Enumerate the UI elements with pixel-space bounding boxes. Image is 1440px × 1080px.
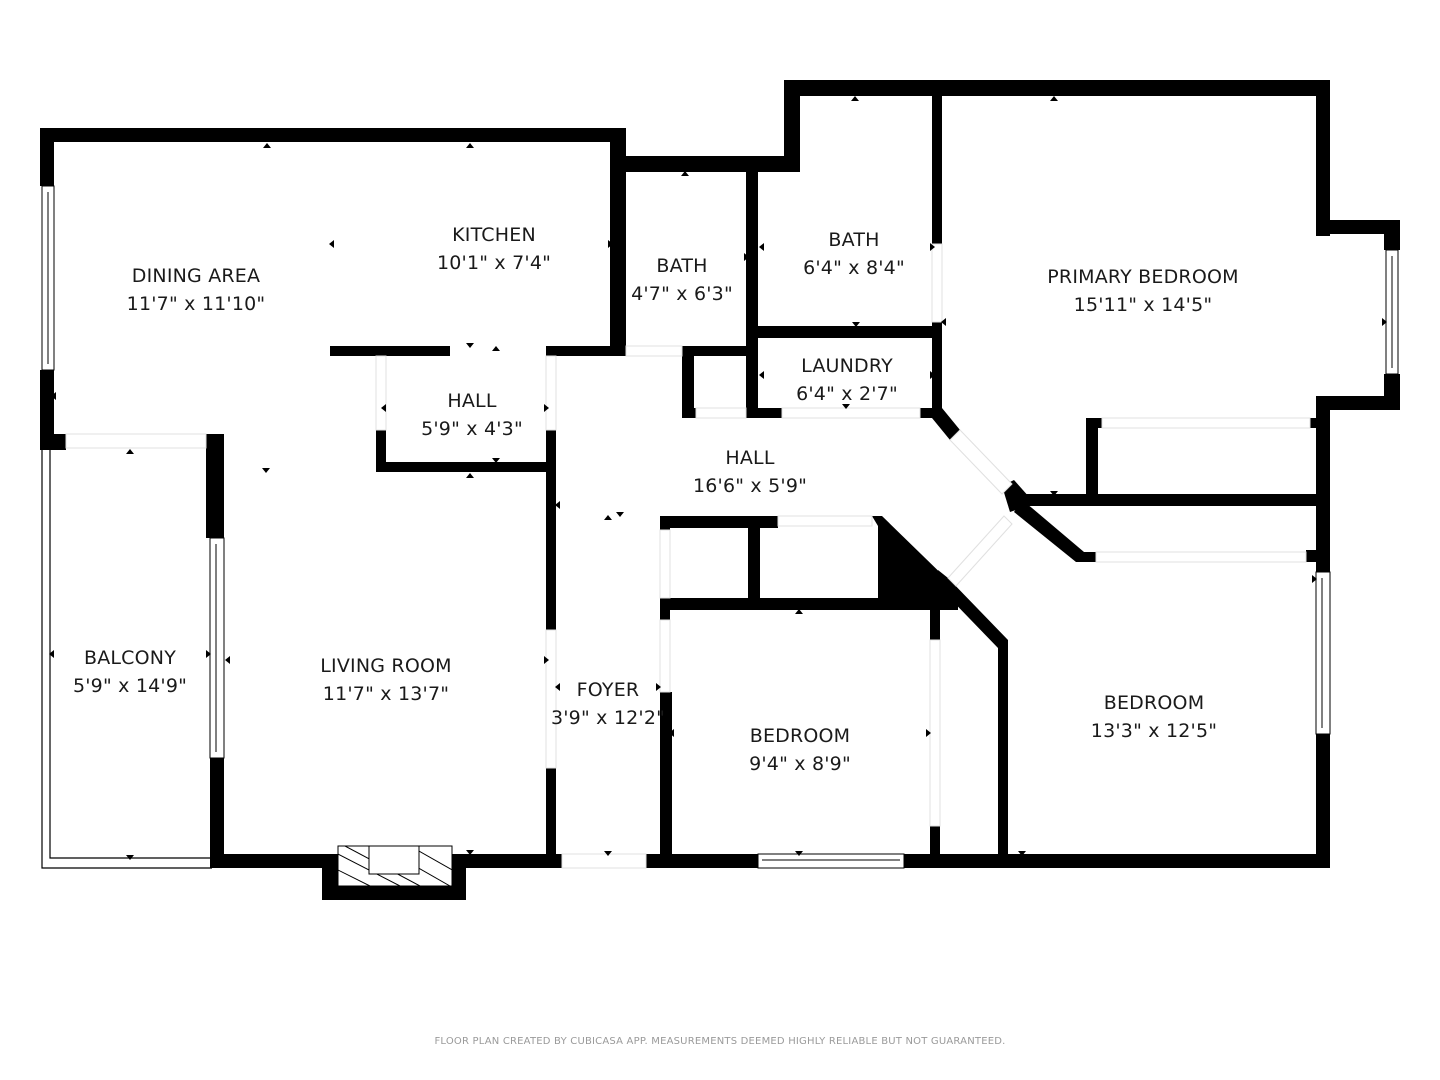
balcony-railing [41,450,212,869]
room-name: PRIMARY BEDROOM [1047,266,1239,288]
room-label-kitchen: KITCHEN 10'1" x 7'4" [437,221,551,277]
window-icon [1315,571,1331,735]
room-label-hall-small: HALL 5'9" x 4'3" [421,387,523,443]
window-icon [209,537,225,759]
room-name: LIVING ROOM [320,655,452,677]
room-name: BEDROOM [1103,692,1205,714]
room-name: BATH [828,229,880,251]
room-label-laundry: LAUNDRY 6'4" x 2'7" [796,352,898,408]
windows [41,185,1399,869]
disclaimer-footer: FLOOR PLAN CREATED BY CUBICASA APP. MEAS… [434,1036,1006,1047]
room-label-bedroom-large: BEDROOM 13'3" x 12'5" [1091,689,1217,745]
room-dimensions: 6'4" x 2'7" [796,383,898,405]
room-dimensions: 16'6" x 5'9" [692,475,808,497]
interior-walls [330,96,1320,862]
room-dimensions: 9'4" x 8'9" [749,753,851,775]
room-name: BEDROOM [749,725,851,747]
measurement-markers [49,96,1387,860]
room-dimensions: 11'7" x 13'7" [322,683,450,705]
room-name: HALL [447,390,497,412]
room-dimensions: 4'7" x 6'3" [631,283,733,305]
room-dimensions: 11'7" x 11'10" [126,293,266,315]
fireplace-icon [337,845,453,887]
room-name: FOYER [576,679,640,701]
room-label-balcony: BALCONY 5'9" x 14'9" [73,644,187,700]
room-name: BALCONY [83,647,177,669]
room-name: LAUNDRY [801,355,893,377]
room-name: DINING AREA [131,265,261,287]
room-label-bath-large: BATH 6'4" x 8'4" [803,226,905,282]
window-icon [41,185,55,371]
door-openings [65,243,1311,869]
room-dimensions: 5'9" x 4'3" [421,418,523,440]
window-icon [757,853,905,869]
room-dimensions: 3'9" x 12'2" [550,707,666,729]
room-dimensions: 6'4" x 8'4" [803,257,905,279]
room-name: HALL [725,447,775,469]
room-dimensions: 10'1" x 7'4" [436,252,552,274]
room-label-foyer: FOYER 3'9" x 12'2" [551,676,665,732]
room-dimensions: 15'11" x 14'5" [1073,294,1213,316]
room-label-living-room: LIVING ROOM 11'7" x 13'7" [320,652,451,708]
room-label-hall-main: HALL 16'6" x 5'9" [693,444,807,500]
room-label-bath-small: BATH 4'7" x 6'3" [631,252,733,308]
room-label-primary-bedroom: PRIMARY BEDROOM 15'11" x 14'5" [1047,263,1238,319]
room-label-dining-area: DINING AREA 11'7" x 11'10" [127,262,266,318]
room-dimensions: 5'9" x 14'9" [72,675,188,697]
room-name: BATH [656,255,708,277]
exterior-walls [40,80,1400,900]
window-icon [1385,249,1399,375]
room-name: KITCHEN [452,224,536,246]
room-label-bedroom-small: BEDROOM 9'4" x 8'9" [749,722,851,778]
room-dimensions: 13'3" x 12'5" [1090,720,1218,742]
